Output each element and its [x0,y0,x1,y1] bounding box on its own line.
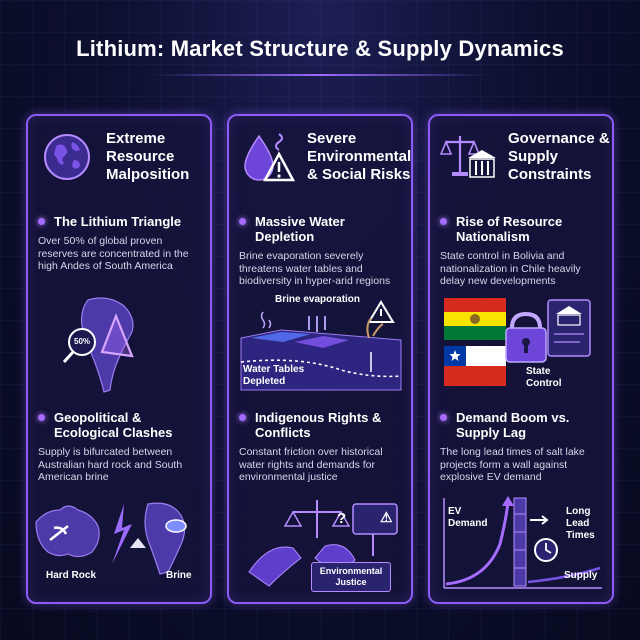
globe-icon [44,134,90,180]
panel-title: Governance & Supply Constraints [508,130,610,183]
brine-evaporation-illustration [240,300,402,391]
australia-vs-southamerica-illustration [35,502,187,575]
bullet-dot [38,414,45,421]
reserve-percent-badge: 50% [74,337,91,346]
section-body: Over 50% of global proven reserves are c… [38,235,189,272]
long-lead-times-label: Long Lead Times [566,506,595,541]
section-body: State control in Bolivia and nationaliza… [440,250,581,287]
panel-resource-malposition: Extreme Resource Malposition The Lithium… [26,114,212,604]
supply-label: Supply [564,570,598,581]
panel-title: Severe Environmental & Social Risks [307,130,412,183]
bullet-dot [239,218,246,225]
panel-environmental-risks: Severe Environmental & Social Risks Mass… [227,114,413,604]
ev-demand-label: EV Demand [448,506,488,529]
section-geopolitical-clashes: Geopolitical & Ecological Clashes Supply… [38,410,204,484]
hard-rock-label: Hard Rock [46,570,97,581]
brine-label: Brine [166,570,192,581]
panel-governance-constraints: Governance & Supply Constraints Rise of … [428,114,614,604]
section-body: Constant friction over historical water … [239,446,383,483]
bullet-dot [38,218,45,225]
section-body: Brine evaporation severely threatens wat… [239,250,391,287]
section-heading: The Lithium Triangle [54,214,182,229]
question-mark-glyph: ? [337,510,347,527]
section-demand-supply-lag: Demand Boom vs. Supply Lag The long lead… [440,410,606,484]
state-control-label: State Control [526,366,562,389]
title-divider [150,74,490,76]
bullet-dot [440,218,447,225]
state-control-illustration [444,298,591,386]
bullet-dot [440,414,447,421]
section-heading: Geopolitical & Ecological Clashes [54,410,173,440]
section-resource-nationalism: Rise of Resource Nationalism State contr… [440,214,606,288]
section-heading: Indigenous Rights & Conflicts [255,410,382,440]
demand-vs-supply-illustration [443,496,602,589]
warning-sign-glyph: ⚠ [380,509,393,525]
panel-title: Extreme Resource Malposition [106,130,190,183]
bullet-dot [239,414,246,421]
scales-building-icon [440,136,496,178]
section-lithium-triangle: The Lithium Triangle Over 50% of global … [38,214,204,273]
environmental-justice-sign: Environmental Justice [311,562,391,592]
brine-evaporation-label: Brine evaporation [275,294,361,305]
section-heading: Rise of Resource Nationalism [456,214,563,244]
bolivia-flag [444,298,506,340]
section-heading: Massive Water Depletion [255,214,345,244]
page-title: Lithium: Market Structure & Supply Dynam… [76,36,564,61]
chile-flag [444,346,506,386]
section-body: The long lead times of salt lake project… [440,446,585,483]
water-tables-label: Water Tables Depleted [243,364,305,387]
water-drop-warning-icon [244,133,296,182]
section-water-depletion: Massive Water Depletion Brine evaporatio… [239,214,405,288]
south-america-triangle-illustration [62,297,134,393]
section-body: Supply is bifurcated between Australian … [38,446,183,483]
section-indigenous-rights: Indigenous Rights & Conflicts Constant f… [239,410,405,484]
section-heading: Demand Boom vs. Supply Lag [456,410,570,440]
